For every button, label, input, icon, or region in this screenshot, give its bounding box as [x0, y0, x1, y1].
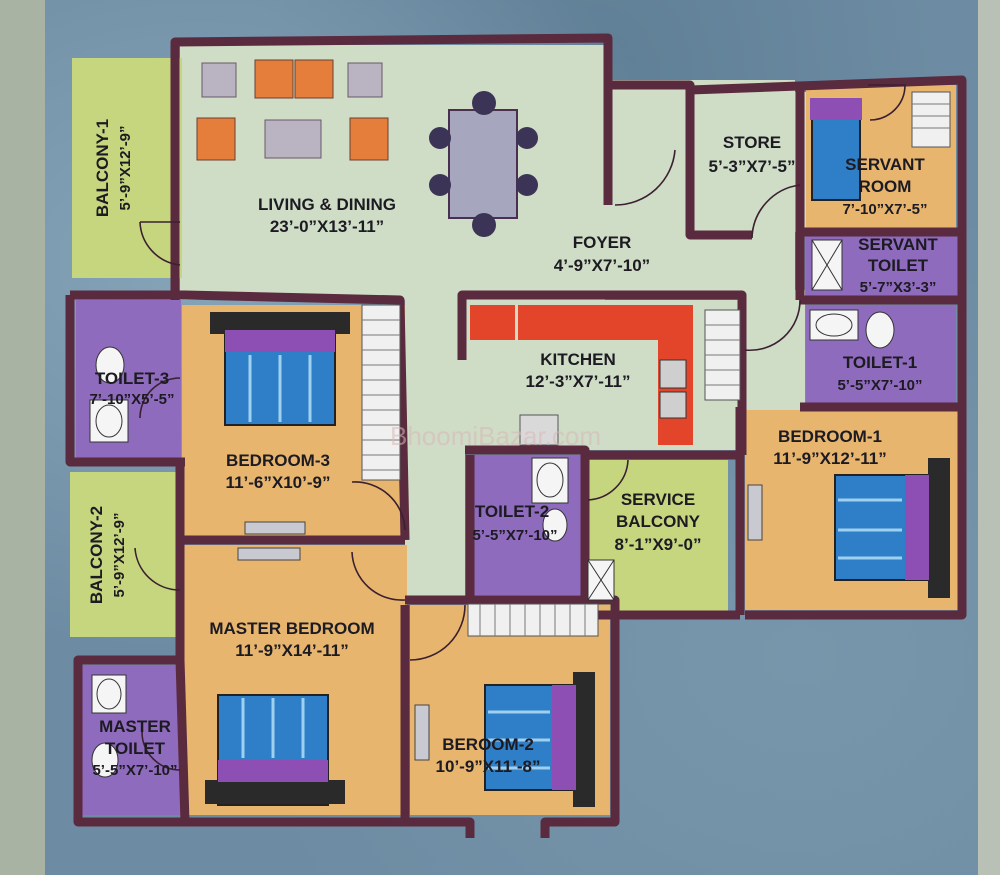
bedroom1-name: BEDROOM-1: [778, 427, 882, 446]
balcony2-name: BALCONY-2: [87, 506, 106, 604]
kitchen-name: KITCHEN: [540, 350, 616, 369]
servant-room-dim: 7’-10”X7’-5”: [842, 201, 927, 218]
bedroom3-dim: 11’-6”X10’-9”: [226, 473, 331, 492]
master-bedroom-name: MASTER BEDROOM: [209, 619, 374, 638]
servant-room-name: SERVANT: [845, 155, 925, 174]
service-balcony-name: SERVICE: [621, 490, 695, 509]
living-dining-area: [180, 45, 605, 300]
balcony2-dim: 5’-9”X12’-9”: [111, 512, 128, 597]
kitchen-dim: 12’-3”X7’-11”: [526, 372, 631, 391]
living-dim: 23’-0”X13’-11”: [270, 217, 384, 236]
balcony1-area: [72, 58, 182, 278]
living-furniture: [196, 59, 538, 237]
balcony1-dim: 5’-9”X12’-9”: [117, 125, 134, 210]
store-area: [700, 92, 808, 232]
toilet3-dim: 7’-10”X5’-5”: [89, 391, 174, 408]
servant-toilet-name2: TOILET: [868, 256, 929, 275]
master-toilet-dim: 5’-5”X7’-10”: [92, 762, 177, 779]
master-bedroom-dim: 11’-9”X14’-11”: [235, 641, 348, 660]
master-toilet-name: MASTER: [99, 717, 171, 736]
toilet2-dim: 5’-5”X7’-10”: [472, 527, 557, 544]
store-name: STORE: [723, 133, 781, 152]
watermark: BhoomiBazar.com: [390, 421, 601, 451]
bedroom3-name: BEDROOM-3: [226, 451, 330, 470]
balcony1-name: BALCONY-1: [93, 119, 112, 217]
servant-room-name2: ROOM: [859, 177, 912, 196]
foyer-dim: 4’-9”X7’-10”: [554, 256, 650, 275]
toilet1-dim: 5’-5”X7’-10”: [837, 377, 922, 394]
service-balcony-name2: BALCONY: [616, 512, 701, 531]
walls: [65, 33, 967, 838]
master-toilet-name2: TOILET: [105, 739, 166, 758]
corridor-area: [405, 290, 465, 600]
servant-toilet-name: SERVANT: [858, 235, 938, 254]
bedroom2-name: BEROOM-2: [442, 735, 534, 754]
side-tables: [237, 484, 763, 761]
room-labels: LIVING & DINING 23’-0”X13’-11” FOYER 4’-…: [87, 119, 938, 779]
bedroom1-dim: 11’-9”X12’-11”: [773, 449, 886, 468]
toilet2-name: TOILET-2: [475, 502, 549, 521]
bed-stripes: [241, 355, 902, 770]
living-name: LIVING & DINING: [258, 195, 396, 214]
balcony2-area: [70, 472, 178, 637]
service-balcony-dim: 8’-1”X9’-0”: [615, 535, 702, 554]
store-dim: 5’-3”X7’-5”: [709, 157, 796, 176]
photo-edge-left: [0, 0, 45, 875]
photo-edge-right: [978, 0, 1000, 875]
bedroom2-dim: 10’-9”X11’-8”: [436, 757, 541, 776]
door-swings: [134, 84, 906, 771]
servant-toilet-dim: 5’-7”X3’-3”: [860, 279, 937, 296]
foyer-name: FOYER: [573, 233, 632, 252]
toilet1-name: TOILET-1: [843, 353, 917, 372]
toilet3-name: TOILET-3: [95, 369, 169, 388]
kitchen-counter: [470, 305, 693, 446]
